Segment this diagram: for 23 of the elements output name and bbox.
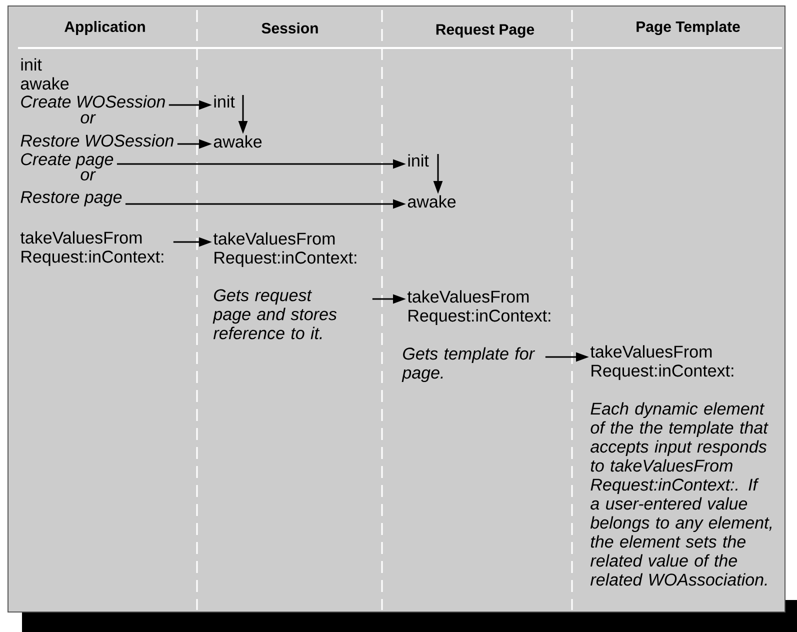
- method-name: awake: [214, 135, 262, 148]
- method-name: takeValuesFrom Request:inContext:: [213, 232, 356, 268]
- step-text: Gets request page and stores reference to it.: [212, 289, 337, 340]
- method-name: init: [214, 95, 235, 108]
- method-name: awake: [408, 195, 456, 208]
- method-name: init: [21, 58, 42, 71]
- conjunction: or: [80, 114, 96, 124]
- step-text: Restore page: [20, 191, 122, 206]
- note-text: Each dynamic element of the the template that accepts input responds to takeValuesFrom Request:inContext:. If a user-entered value belongs to any element, the element sets the related value of the related WOAssociation.: [590, 402, 772, 586]
- method-name: awake: [20, 77, 69, 90]
- column-header: Request Page: [436, 24, 534, 38]
- method-name: takeValuesFrom Request:inContext:: [407, 290, 550, 326]
- step-text: Restore WOSession: [20, 134, 174, 147]
- method-name: takeValuesFrom Request:inContext:: [20, 231, 164, 266]
- column-header: Page Template: [636, 20, 740, 36]
- step-text: Gets template for page.: [402, 347, 536, 382]
- column-header: Application: [64, 21, 145, 35]
- step-text: Create page: [21, 153, 114, 169]
- step-text: Create WOSession: [21, 95, 165, 108]
- column-header: Session: [262, 22, 318, 34]
- method-name: takeValuesFrom Request:inContext:: [590, 345, 734, 380]
- method-name: init: [408, 154, 429, 167]
- conjunction: or: [80, 171, 96, 181]
